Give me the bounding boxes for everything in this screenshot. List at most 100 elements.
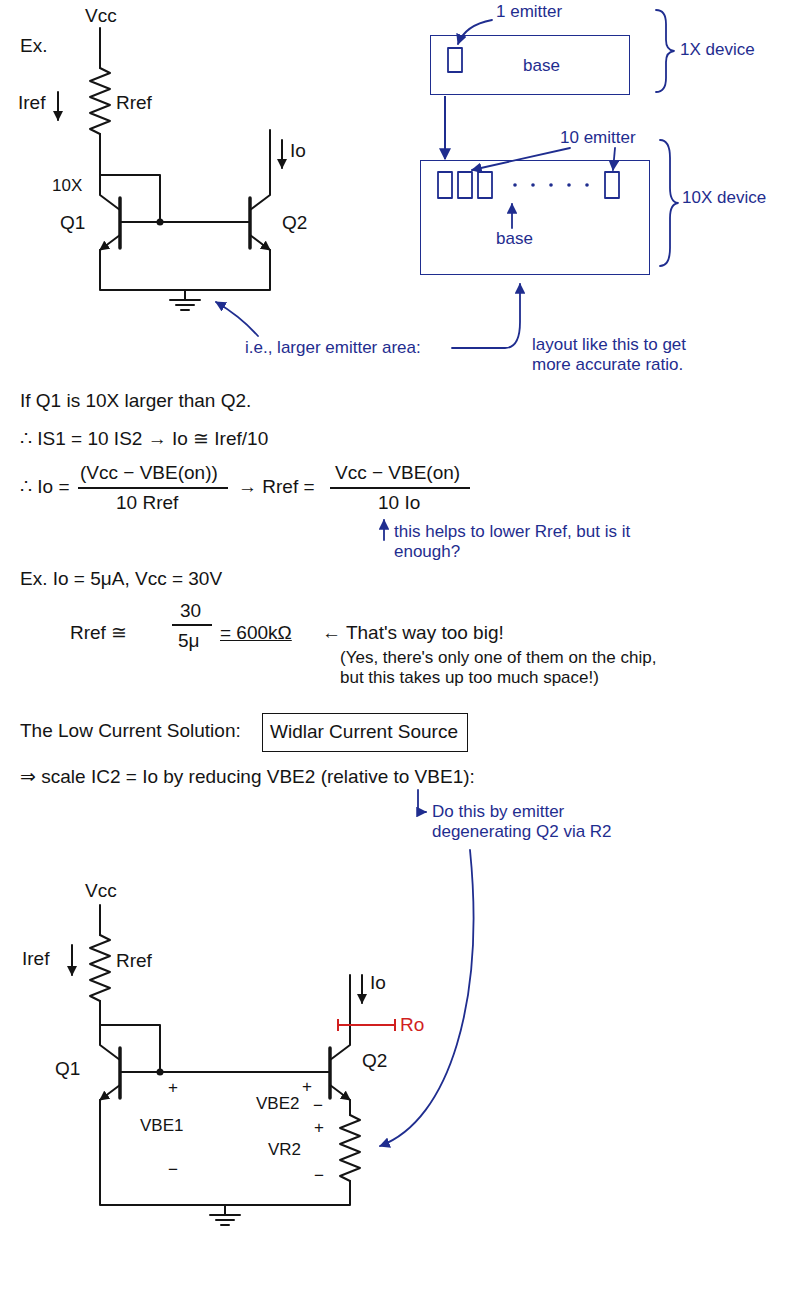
base-wire <box>120 1071 330 1073</box>
emitter-arrow <box>100 235 120 250</box>
emitter-arrow <box>100 1085 120 1100</box>
size-ratio-label: 10X <box>52 176 82 196</box>
polarity-sign: + <box>314 1118 324 1138</box>
annotation: 10 emitter <box>560 128 636 148</box>
supply-wire <box>99 28 101 68</box>
current-arrow <box>71 945 73 975</box>
fraction-bar <box>330 487 470 489</box>
leader-arrow <box>452 284 520 348</box>
emitter-arrow <box>330 1085 350 1100</box>
ellipsis-dot <box>549 183 553 187</box>
emitter-rectangle <box>478 172 492 198</box>
leader-arrow <box>613 148 615 170</box>
collector-wire <box>330 975 350 1060</box>
fraction-denominator: 10 Io <box>378 492 420 514</box>
leader-arrow <box>216 302 258 336</box>
ellipsis-dot <box>567 183 571 187</box>
emitter-rectangle <box>438 172 452 198</box>
current-arrow <box>281 140 283 168</box>
diode-connection-wire <box>100 175 160 222</box>
transistor-base-bar <box>328 1048 332 1098</box>
fraction-numerator: (Vcc − VBE(on)) <box>80 462 218 484</box>
annotation: Do this by emitter degenerating Q2 via R… <box>432 802 662 841</box>
note-text: If Q1 is 10X larger than Q2. <box>20 390 251 412</box>
annotation: 1 emitter <box>496 2 562 22</box>
transistor-base-bar <box>118 1048 122 1098</box>
transistor-label: Q2 <box>362 1050 387 1072</box>
brace <box>656 10 674 92</box>
annotation: layout like this to get more accurate ra… <box>532 335 702 374</box>
voltage-label: VBE1 <box>140 1116 183 1136</box>
current-label: Iref <box>22 948 49 970</box>
output-resistance-label: Ro <box>400 1014 424 1036</box>
connector-arrow <box>444 96 446 159</box>
ground-symbol <box>170 290 200 310</box>
collector-wire <box>250 130 270 210</box>
equation: ∴ Io = <box>20 476 70 498</box>
note-text: (Yes, there's only one of them on the ch… <box>340 648 670 687</box>
output-resistance-marker <box>338 1019 395 1031</box>
transistor-label: Q1 <box>60 212 85 234</box>
emitter-rectangle <box>448 48 462 72</box>
annotation: 1X device <box>680 40 755 60</box>
diode-connection-wire <box>100 1025 160 1072</box>
fraction-numerator: Vcc − VBE(on) <box>335 462 460 484</box>
resistor-label: Rref <box>116 950 152 972</box>
ellipsis-dot <box>513 183 517 187</box>
note-text: ← That's way too big! <box>322 622 504 644</box>
equation: = 600kΩ <box>220 622 292 644</box>
section-heading: The Low Current Solution: <box>20 720 241 742</box>
resistor-symbol <box>90 935 110 1001</box>
equation: ∴ IS1 = 10 IS2 → Io ≅ Iref/10 <box>20 428 268 450</box>
fraction-bar <box>172 624 212 626</box>
collector-wire <box>100 1001 120 1060</box>
voltage-label: VBE2 <box>256 1094 299 1114</box>
polarity-sign: + <box>302 1077 312 1097</box>
current-label: Io <box>370 972 386 994</box>
fraction-denominator: 10 Rref <box>116 492 178 514</box>
collector-wire <box>100 134 120 210</box>
base-wire <box>120 221 250 223</box>
emitter-rectangle <box>458 172 472 198</box>
note-text: ⇒ scale IC2 = Io by reducing VBE2 (relat… <box>20 766 475 788</box>
transistor-base-bar <box>118 198 122 248</box>
node-text: base <box>523 56 560 76</box>
leader-arrow <box>472 148 570 170</box>
fraction-bar <box>78 487 228 489</box>
supply-label: Vcc <box>85 5 117 27</box>
example-label: Ex. <box>20 35 47 57</box>
ground-wire <box>100 250 270 290</box>
resistor-label: Rref <box>116 92 152 114</box>
annotation: 10X device <box>682 188 766 208</box>
supply-wire <box>99 905 101 935</box>
ground-wire <box>100 1100 350 1205</box>
fraction-numerator: 30 <box>180 600 201 622</box>
polarity-sign: − <box>314 1166 324 1186</box>
fraction-denominator: 5μ <box>178 630 200 652</box>
current-arrow <box>361 975 363 1003</box>
current-arrow <box>57 92 59 120</box>
device-layout-box: base <box>430 35 630 95</box>
ellipsis-dot <box>531 183 535 187</box>
node-text: base <box>496 229 533 249</box>
leader-arrow <box>383 520 385 540</box>
node-text: Widlar Current Source <box>270 721 458 743</box>
annotation: this helps to lower Rref, but is it enou… <box>394 522 694 561</box>
current-label: Iref <box>18 92 45 114</box>
transistor-base-bar <box>248 198 252 248</box>
annotation: i.e., larger emitter area: <box>245 338 421 358</box>
transistor-label: Q1 <box>55 1058 80 1080</box>
junction-dot <box>157 219 164 226</box>
supply-label: Vcc <box>85 880 117 902</box>
ground-symbol <box>210 1205 240 1225</box>
equation: → Rref = <box>238 476 315 498</box>
voltage-label: VR2 <box>268 1140 301 1160</box>
resistor-symbol <box>340 1115 360 1181</box>
polarity-sign: − <box>168 1160 178 1180</box>
leader-arrow <box>511 204 513 228</box>
brace <box>660 140 678 266</box>
device-layout-box: base <box>420 160 650 275</box>
emitter-wire <box>349 1100 351 1115</box>
current-label: Io <box>290 140 306 162</box>
